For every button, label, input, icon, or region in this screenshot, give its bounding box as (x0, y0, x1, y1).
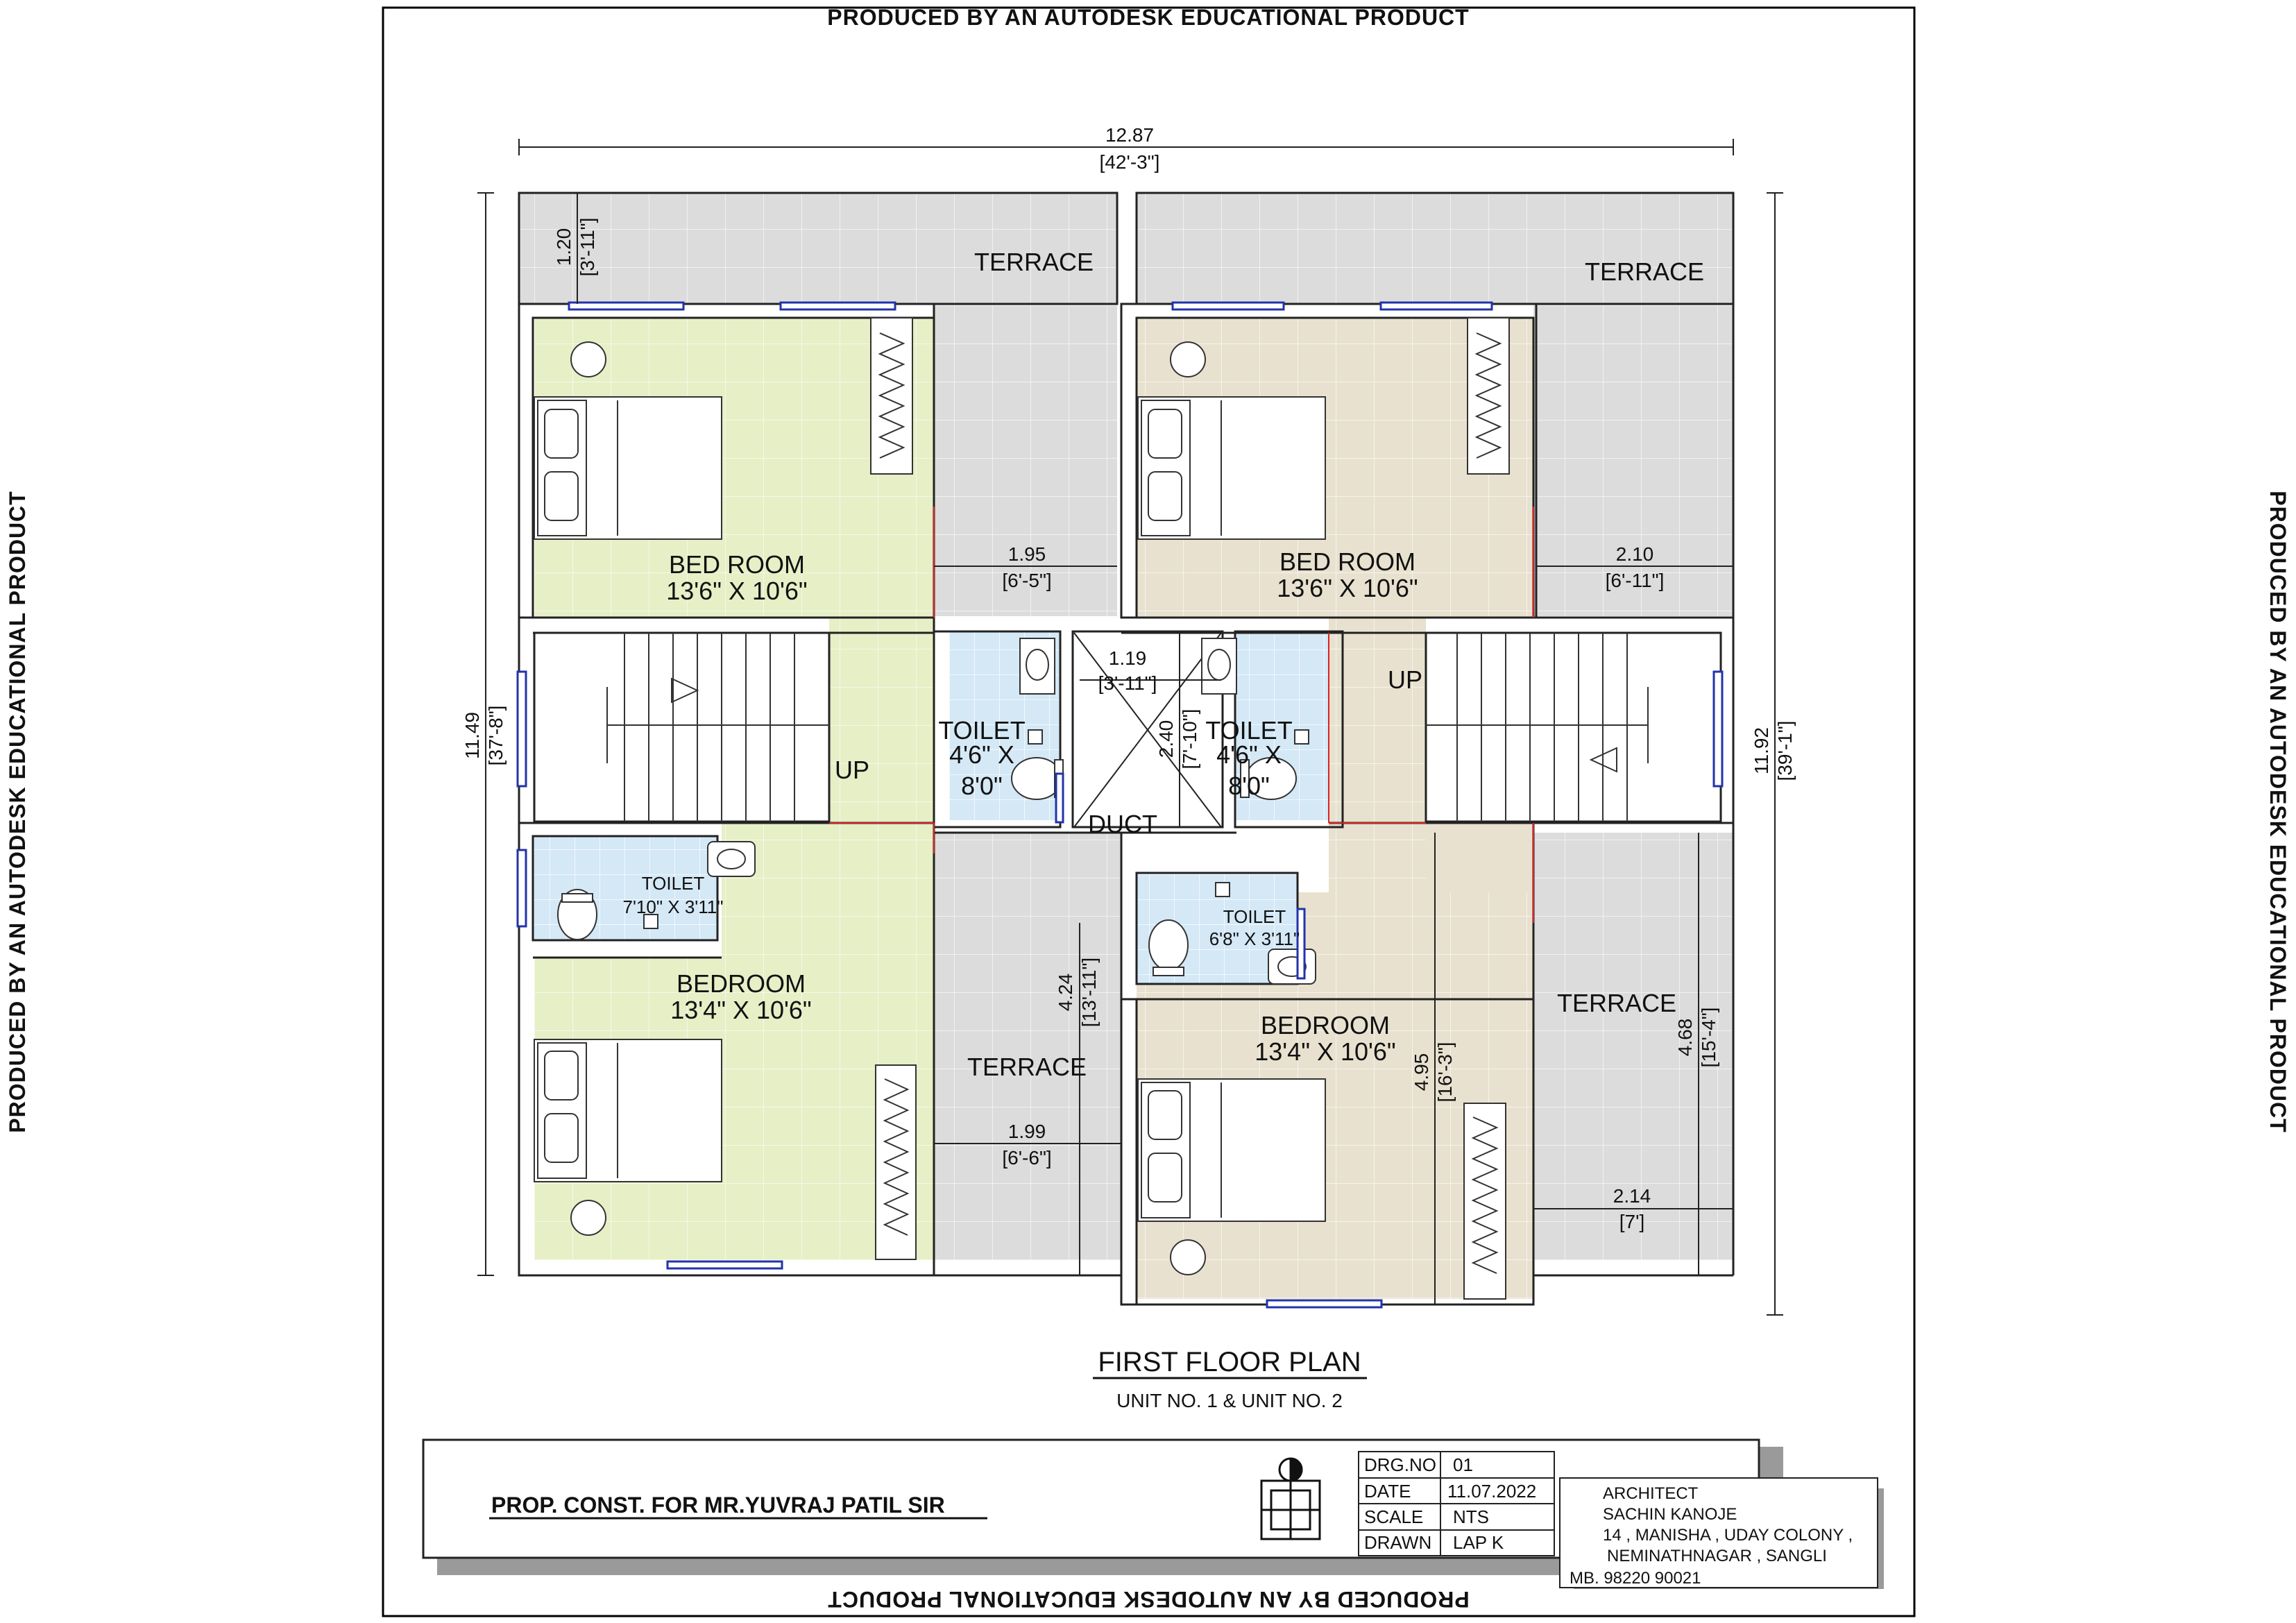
dim-120-ft: [3'-11"] (577, 218, 598, 277)
bedroom-4-name: BEDROOM (1261, 1011, 1390, 1039)
terrace-3-label: TERRACE (967, 1053, 1087, 1081)
dim-210-ft: [6'-11"] (1606, 570, 1665, 591)
dimension-lines (477, 139, 1783, 1316)
dim-119-ft: [3'-11"] (1098, 672, 1157, 694)
stair-unit-1 (534, 633, 829, 822)
bedroom-1-name: BED ROOM (669, 550, 805, 579)
watermark-right: PRODUCED BY AN AUTODESK EDUCATIONAL PROD… (2265, 491, 2290, 1132)
bedroom-1-size: 13'6" X 10'6" (666, 577, 807, 605)
toilet-a-size-2: 8'0" (961, 772, 1003, 800)
architect-line-4: NEMINATHNAGAR , SANGLI (1607, 1547, 1827, 1565)
scale-label: SCALE (1364, 1506, 1423, 1527)
stair-treads-unit-1 (606, 633, 829, 822)
dim-199-m: 1.99 (1008, 1121, 1046, 1142)
watermark-left: PRODUCED BY AN AUTODESK EDUCATIONAL PROD… (5, 491, 30, 1132)
toilet-d-name: TOILET (1223, 906, 1286, 927)
watermark-bottom: PRODUCED BY AN AUTODESK EDUCATIONAL PROD… (827, 1587, 1469, 1612)
dim-214-ft: [7'] (1619, 1211, 1644, 1232)
dim-468-m: 4.68 (1674, 1019, 1696, 1057)
duct-cross (1073, 632, 1222, 828)
dimension-labels: 12.87 [42'-3"] 11.49 [37'-8"] 11.92 [39'… (461, 124, 1796, 1232)
date-label: DATE (1364, 1481, 1411, 1502)
date-value: 11.07.2022 (1447, 1481, 1536, 1502)
dim-214-m: 2.14 (1613, 1185, 1651, 1207)
drawn-label: DRAWN (1364, 1532, 1431, 1553)
dim-240-m: 2.40 (1155, 720, 1177, 758)
drg-no-value: 01 (1453, 1454, 1473, 1475)
dim-120-m: 1.20 (553, 228, 575, 266)
toilet-d-size: 6'8" X 3'11" (1209, 928, 1300, 949)
right-height-m: 11.92 (1751, 727, 1772, 774)
dim-195-ft: [6'-5"] (1002, 570, 1051, 591)
bedroom-2-name: BED ROOM (1279, 547, 1415, 576)
toilet-b-size-1: 4'6" X (1216, 740, 1282, 769)
partition-lines (829, 507, 1534, 923)
dim-424-m: 4.24 (1055, 974, 1076, 1012)
architect-line-1: ARCHITECT (1603, 1484, 1699, 1503)
stair-treads-unit-2 (1426, 633, 1649, 822)
left-height-ft: [37'-8"] (485, 706, 507, 766)
bedroom-4-size: 13'4" X 10'6" (1255, 1037, 1395, 1066)
dim-119-m: 1.19 (1109, 647, 1147, 669)
overall-width-ft: [42'-3"] (1100, 151, 1160, 173)
project-name: PROP. CONST. FOR MR.YUVRAJ PATIL SIR (491, 1493, 945, 1518)
stair-unit-2 (1426, 633, 1721, 822)
dim-199-ft: [6'-6"] (1002, 1147, 1051, 1169)
dim-195-m: 1.95 (1008, 543, 1046, 565)
north-arrow-icon (1260, 1457, 1321, 1540)
architect-line-2: SACHIN KANOJE (1603, 1505, 1737, 1524)
toilet-c-name: TOILET (642, 873, 705, 894)
toilet-b-size-2: 8'0" (1228, 772, 1270, 800)
plan-title: FIRST FLOOR PLAN (1098, 1347, 1361, 1377)
terrace-2-label: TERRACE (1585, 257, 1704, 286)
bedroom-3-size: 13'4" X 10'6" (670, 996, 811, 1024)
toilet-c-size: 7'10" X 3'11" (622, 897, 723, 917)
overall-width-m: 12.87 (1105, 124, 1154, 146)
plan-subtitle: UNIT NO. 1 & UNIT NO. 2 (1116, 1390, 1343, 1411)
dim-210-m: 2.10 (1616, 543, 1654, 565)
left-height-m: 11.49 (461, 712, 483, 759)
drawn-value: LAP K (1453, 1532, 1504, 1553)
bedroom-2-size: 13'6" X 10'6" (1277, 574, 1418, 602)
duct-label: DUCT (1088, 810, 1157, 838)
dim-468-ft: [15'-4"] (1698, 1008, 1719, 1068)
terrace-1-label: TERRACE (974, 248, 1094, 276)
watermark-top: PRODUCED BY AN AUTODESK EDUCATIONAL PROD… (827, 5, 1469, 30)
drg-no-label: DRG.NO (1364, 1454, 1436, 1475)
sheet-border (382, 6, 1916, 1617)
stair-up-2: UP (1388, 665, 1422, 694)
wardrobe-hangers (878, 332, 1502, 1274)
scale-value: NTS (1453, 1506, 1489, 1527)
furniture (534, 317, 1510, 1300)
architect-box (1559, 1477, 1878, 1588)
dim-495-m: 4.95 (1411, 1053, 1432, 1091)
architect-line-5: MB. 98220 90021 (1570, 1569, 1701, 1588)
drawing-info-table (1358, 1451, 1555, 1556)
toilet-b-name: TOILET (1205, 716, 1292, 745)
room-labels: TERRACE TERRACE TERRACE TERRACE BED ROOM… (622, 248, 1704, 1081)
windows (516, 301, 1724, 1309)
dim-424-ft: [13'-11"] (1078, 958, 1100, 1027)
dim-240-ft: [7'-10"] (1179, 709, 1200, 770)
toilet-a-size-1: 4'6" X (949, 740, 1014, 769)
stair-up-1: UP (835, 756, 869, 784)
architect-line-3: 14 , MANISHA , UDAY COLONY , (1603, 1526, 1853, 1545)
terrace-4-label: TERRACE (1557, 989, 1676, 1017)
bedroom-3-name: BEDROOM (677, 969, 806, 998)
right-height-ft: [39'-1"] (1774, 721, 1796, 781)
toilet-a-name: TOILET (938, 716, 1025, 745)
dim-495-ft: [16'-3"] (1434, 1042, 1456, 1103)
